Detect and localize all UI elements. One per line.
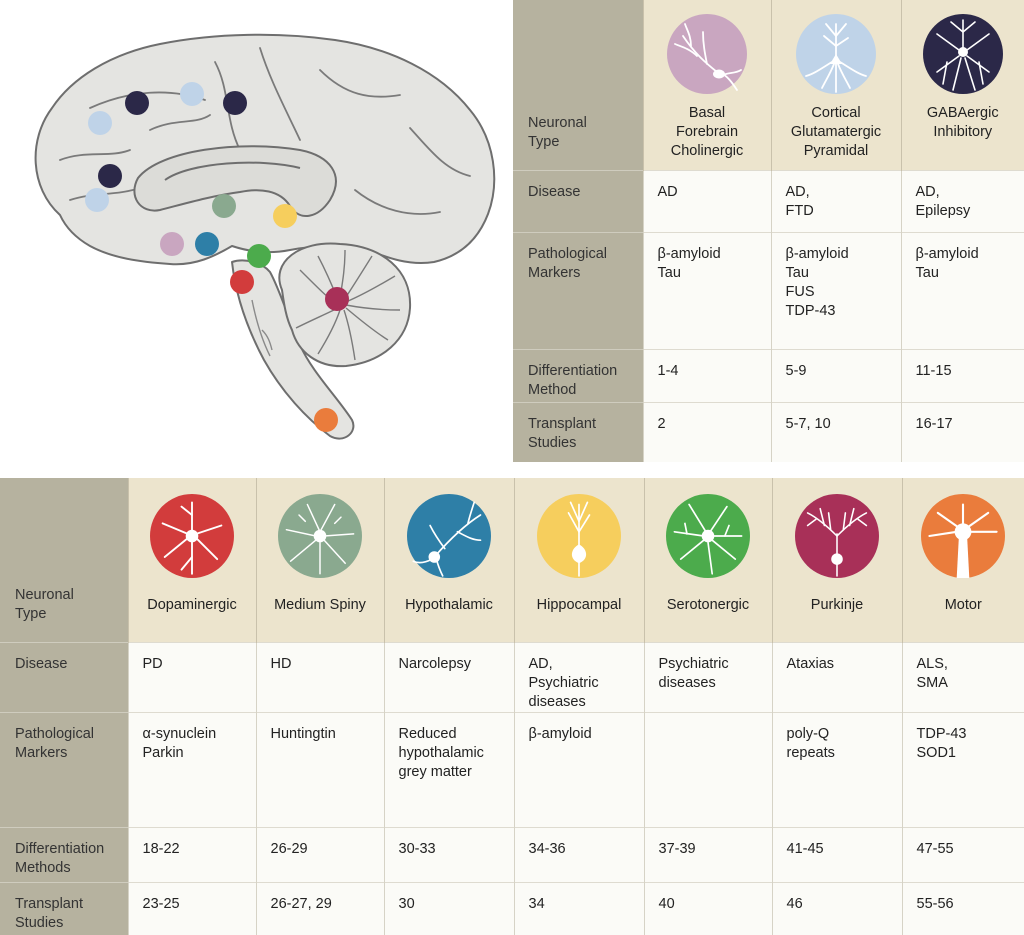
disease-cell: Narcolepsy bbox=[383, 641, 514, 712]
brain-dot-cortex-superior-1 bbox=[125, 91, 149, 115]
brain-dot-raphe bbox=[247, 244, 271, 268]
markers-cell: β-amyloid Tau bbox=[900, 231, 1024, 349]
row-label-differentiation-method: Differentiation Method bbox=[513, 348, 643, 402]
transplant-cell: 46 bbox=[771, 881, 902, 935]
markers-cell: poly-Q repeats bbox=[771, 711, 902, 827]
differentiation-cell: 47-55 bbox=[901, 826, 1024, 882]
markers-cell: Reduced hypothalamic grey matter bbox=[383, 711, 514, 827]
disease-cell: PD bbox=[127, 641, 256, 712]
row-label-differentiation-methods: Differentiation Methods bbox=[0, 826, 128, 882]
row-label-disease: Disease bbox=[0, 641, 128, 712]
row-label-transplant-studies: Transplant Studies bbox=[0, 881, 128, 935]
brain-dot-cortex-superior-2 bbox=[180, 82, 204, 106]
column-basal-forebrain-cholinergic: Basal Forebrain Cholinergic bbox=[642, 0, 771, 170]
differentiation-cell: 30-33 bbox=[383, 826, 514, 882]
row-label-neuronal-type: Neuronal Type bbox=[513, 0, 643, 170]
markers-cell: β-amyloid bbox=[513, 711, 644, 827]
row-label-transplant-studies: Transplant Studies bbox=[513, 401, 643, 462]
motor-neuron-icon bbox=[921, 494, 1006, 578]
column-title: Serotonergic bbox=[666, 597, 750, 613]
disease-cell: Ataxias bbox=[771, 641, 902, 712]
transplant-cell: 26-27, 29 bbox=[255, 881, 384, 935]
differentiation-cell: 5-9 bbox=[770, 348, 901, 402]
transplant-cell: 30 bbox=[383, 881, 514, 935]
brain-dot-hippocampus bbox=[273, 204, 297, 228]
brain-dot-basal-forebrain bbox=[160, 232, 184, 256]
column-title: Purkinje bbox=[810, 597, 864, 613]
purkinje-neuron-icon bbox=[795, 494, 879, 578]
markers-cell: α-synuclein Parkin bbox=[127, 711, 256, 827]
row-label-neuronal-type: Neuronal Type bbox=[0, 478, 128, 642]
column-dopaminergic: Dopaminergic bbox=[127, 478, 256, 642]
column-title: Basal Forebrain Cholinergic bbox=[670, 105, 744, 159]
column-gabaergic-inhibitory: GABAergic Inhibitory bbox=[900, 0, 1024, 170]
disease-cell: AD bbox=[642, 169, 771, 232]
markers-cell: TDP-43 SOD1 bbox=[901, 711, 1024, 827]
column-motor: Motor bbox=[901, 478, 1024, 642]
transplant-cell: 5-7, 10 bbox=[770, 401, 901, 462]
column-title: GABAergic Inhibitory bbox=[926, 105, 999, 140]
column-title: Motor bbox=[944, 597, 982, 613]
disease-cell: Psychiatric diseases bbox=[643, 641, 772, 712]
column-serotonergic: Serotonergic bbox=[643, 478, 772, 642]
markers-cell: Huntingtin bbox=[255, 711, 384, 827]
cholinergic-neuron-icon bbox=[667, 14, 747, 94]
differentiation-cell: 34-36 bbox=[513, 826, 644, 882]
brain-dot-spinal-cord bbox=[314, 408, 338, 432]
row-label-pathological-markers: Pathological Markers bbox=[0, 711, 128, 827]
disease-cell: AD, Epilepsy bbox=[900, 169, 1024, 232]
top-neuron-table: Neuronal Type Basal Forebrain Cholinergi… bbox=[513, 0, 1024, 462]
brain-dot-cortex-frontal-2 bbox=[98, 164, 122, 188]
disease-cell: HD bbox=[255, 641, 384, 712]
transplant-cell: 55-56 bbox=[901, 881, 1024, 935]
dopaminergic-neuron-icon bbox=[150, 494, 234, 578]
differentiation-cell: 37-39 bbox=[643, 826, 772, 882]
hippocampal-neuron-icon bbox=[537, 494, 621, 578]
brain-illustration bbox=[34, 33, 496, 440]
column-hippocampal: Hippocampal bbox=[513, 478, 644, 642]
disease-cell: AD, FTD bbox=[770, 169, 901, 232]
transplant-cell: 34 bbox=[513, 881, 644, 935]
markers-cell bbox=[643, 711, 772, 827]
disease-cell: AD, Psychiatric diseases bbox=[513, 641, 644, 712]
column-medium-spiny: Medium Spiny bbox=[255, 478, 384, 642]
brainstem bbox=[231, 259, 355, 440]
markers-cell: β-amyloid Tau bbox=[642, 231, 771, 349]
gabaergic-neuron-icon bbox=[922, 14, 1003, 94]
brain-dot-cortex-superior-3 bbox=[223, 91, 247, 115]
hypothalamic-neuron-icon bbox=[407, 494, 491, 578]
markers-cell: β-amyloid Tau FUS TDP-43 bbox=[770, 231, 901, 349]
transplant-cell: 23-25 bbox=[127, 881, 256, 935]
column-title: Hippocampal bbox=[536, 597, 622, 613]
row-label-pathological-markers: Pathological Markers bbox=[513, 231, 643, 349]
corpus-callosum bbox=[133, 145, 337, 217]
differentiation-cell: 11-15 bbox=[900, 348, 1024, 402]
medium-spiny-neuron-icon bbox=[278, 494, 362, 578]
column-title: Medium Spiny bbox=[274, 597, 366, 613]
brain-dot-cortex-frontal bbox=[88, 111, 112, 135]
differentiation-cell: 26-29 bbox=[255, 826, 384, 882]
differentiation-cell: 41-45 bbox=[771, 826, 902, 882]
row-label-disease: Disease bbox=[513, 169, 643, 232]
brain-dot-cerebellum bbox=[325, 287, 349, 311]
brain-dot-substantia-nigra bbox=[230, 270, 254, 294]
column-title: Dopaminergic bbox=[147, 597, 237, 613]
column-title: Hypothalamic bbox=[405, 597, 493, 613]
bottom-neuron-table: Neuronal Type Dopaminergic Medium Spiny … bbox=[0, 478, 1024, 935]
serotonergic-neuron-icon bbox=[666, 494, 750, 578]
disease-cell: ALS, SMA bbox=[901, 641, 1024, 712]
pyramidal-neuron-icon bbox=[796, 14, 876, 94]
differentiation-cell: 18-22 bbox=[127, 826, 256, 882]
brain-dot-cortex-frontal-3 bbox=[85, 188, 109, 212]
transplant-cell: 16-17 bbox=[900, 401, 1024, 462]
column-hypothalamic: Hypothalamic bbox=[383, 478, 514, 642]
brain-dot-striatum bbox=[212, 194, 236, 218]
transplant-cell: 2 bbox=[642, 401, 771, 462]
differentiation-cell: 1-4 bbox=[642, 348, 771, 402]
transplant-cell: 40 bbox=[643, 881, 772, 935]
brain-dot-hypothalamus bbox=[195, 232, 219, 256]
column-cortical-glutamatergic-pyramidal: Cortical Glutamatergic Pyramidal bbox=[770, 0, 901, 170]
column-purkinje: Purkinje bbox=[771, 478, 902, 642]
column-title: Cortical Glutamatergic Pyramidal bbox=[790, 105, 882, 159]
